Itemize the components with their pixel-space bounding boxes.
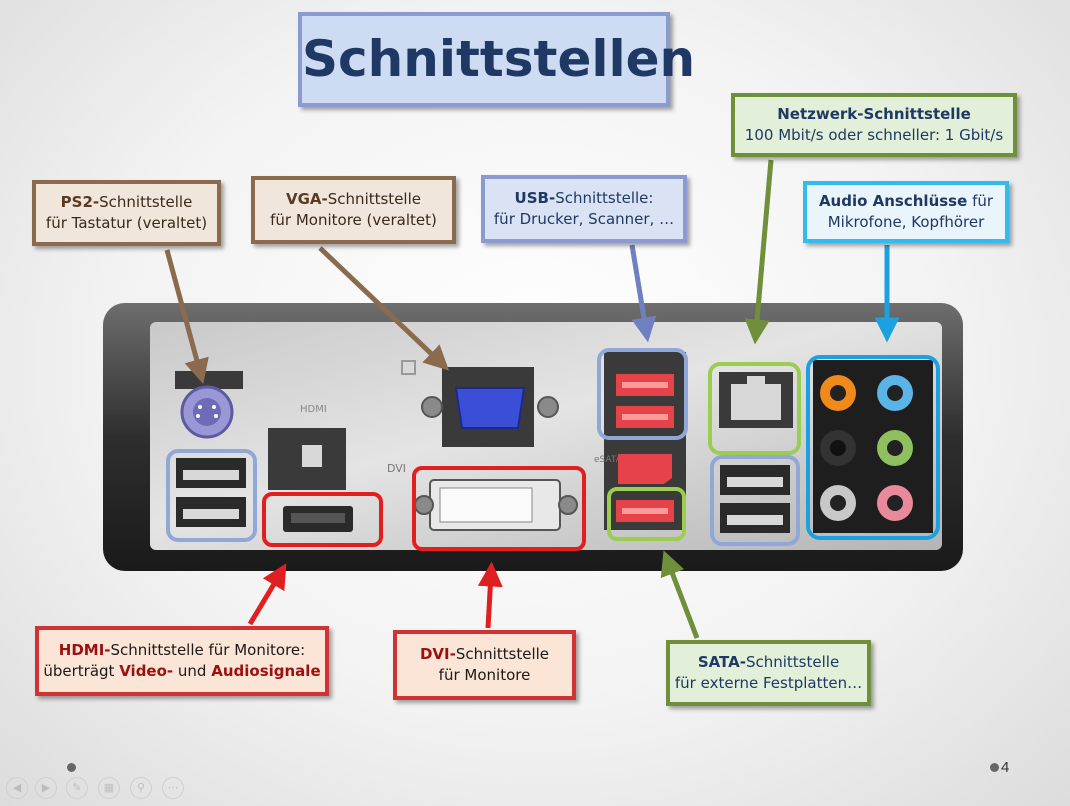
sata-line2: für externe Festplatten… [674,674,863,692]
usb-callout: USB-Schnittstelle: für Drucker, Scanner,… [481,175,687,243]
more-options-icon[interactable]: ⋯ [162,777,184,799]
dvi-highlight [412,466,586,551]
net-bold: Netzwerk-Schnittstelle [777,105,971,123]
hdmi-arrow [247,563,287,626]
usb-red-highlight [597,348,688,440]
slides-grid-icon[interactable]: ▦ [98,777,120,799]
usb-rest: Schnittstelle: [555,189,654,207]
vga-bold: VGA- [286,190,328,208]
usb-arrow [629,244,657,343]
ps2-bold: PS2- [60,193,100,211]
hdmi-line2c: und [173,662,212,680]
dvi-arrow [477,561,503,629]
audio-rest: für [967,192,994,210]
audio-highlight [806,355,940,540]
vga-callout: VGA-Schnittstelle für Monitore (veraltet… [251,176,456,244]
dvi-panel-label: DVI [387,462,406,475]
ps2-rest: Schnittstelle [99,193,193,211]
esata-port [618,454,672,484]
page-title: Schnittstellen [298,12,695,107]
sata-callout: SATA-Schnittstelle für externe Festplatt… [666,640,871,706]
vga-line2: für Monitore (veraltet) [270,211,437,229]
audio-callout: Audio Anschlüsse für Mikrofone, Kopfhöre… [803,181,1009,243]
ps2-callout: PS2-Schnittstelle für Tastatur (veraltet… [32,180,221,246]
hdmi-rest: Schnittstelle für Monitore: [110,641,306,659]
zoom-icon[interactable]: ⚲ [130,777,152,799]
network-callout: Netzwerk-Schnittstelle 100 Mbit/s oder s… [731,93,1017,157]
page-number: 4 [1001,759,1010,776]
vga-arrow [318,246,450,371]
slide-dot [67,763,76,772]
sata-rest: Schnittstelle [745,653,840,671]
net-line2: 100 Mbit/s oder schneller: 1 Gbit/s [744,126,1004,144]
ps2-line2: für Tastatur (veraltet) [45,214,208,232]
vga-port [454,387,526,429]
pen-icon[interactable]: ✎ [66,777,88,799]
lan-highlight [708,362,801,455]
audio-bold: Audio Anschlüsse [818,192,968,210]
prev-slide-icon[interactable]: ◀ [6,777,28,799]
dvi-line2: für Monitore [438,666,531,684]
page-dot [990,763,999,772]
hdmi-line2b: Video- [119,662,174,680]
net-arrow [744,159,774,345]
sata-highlight [607,487,686,541]
hdmi-callout: HDMI-Schnittstelle für Monitore: überträ… [35,626,329,696]
hdmi-bold: HDMI- [58,641,111,659]
sata-bold: SATA- [697,653,746,671]
dvi-callout: DVI-Schnittstelle für Monitore [393,630,576,700]
usb-line2: für Drucker, Scanner, … [493,210,675,228]
sata-arrow [660,550,700,639]
hdmi-panel-label: HDMI [300,404,327,415]
usb-right-highlight [710,455,800,546]
ps2-arrow [164,249,209,385]
esata-panel-label: eSATA [594,455,623,465]
dvi-bold: DVI- [419,645,456,663]
next-slide-icon[interactable]: ▶ [35,777,57,799]
audio-line2: Mikrofone, Kopfhörer [827,213,985,231]
hdmi-highlight [262,492,383,547]
hdmi-line2d: Audiosignale [211,662,321,680]
hdmi-line2a: überträgt [43,662,120,680]
vga-rest: Schnittstelle [327,190,421,208]
usb-left-highlight [166,449,257,542]
usb-bold: USB- [514,189,556,207]
dvi-rest: Schnittstelle [455,645,550,663]
